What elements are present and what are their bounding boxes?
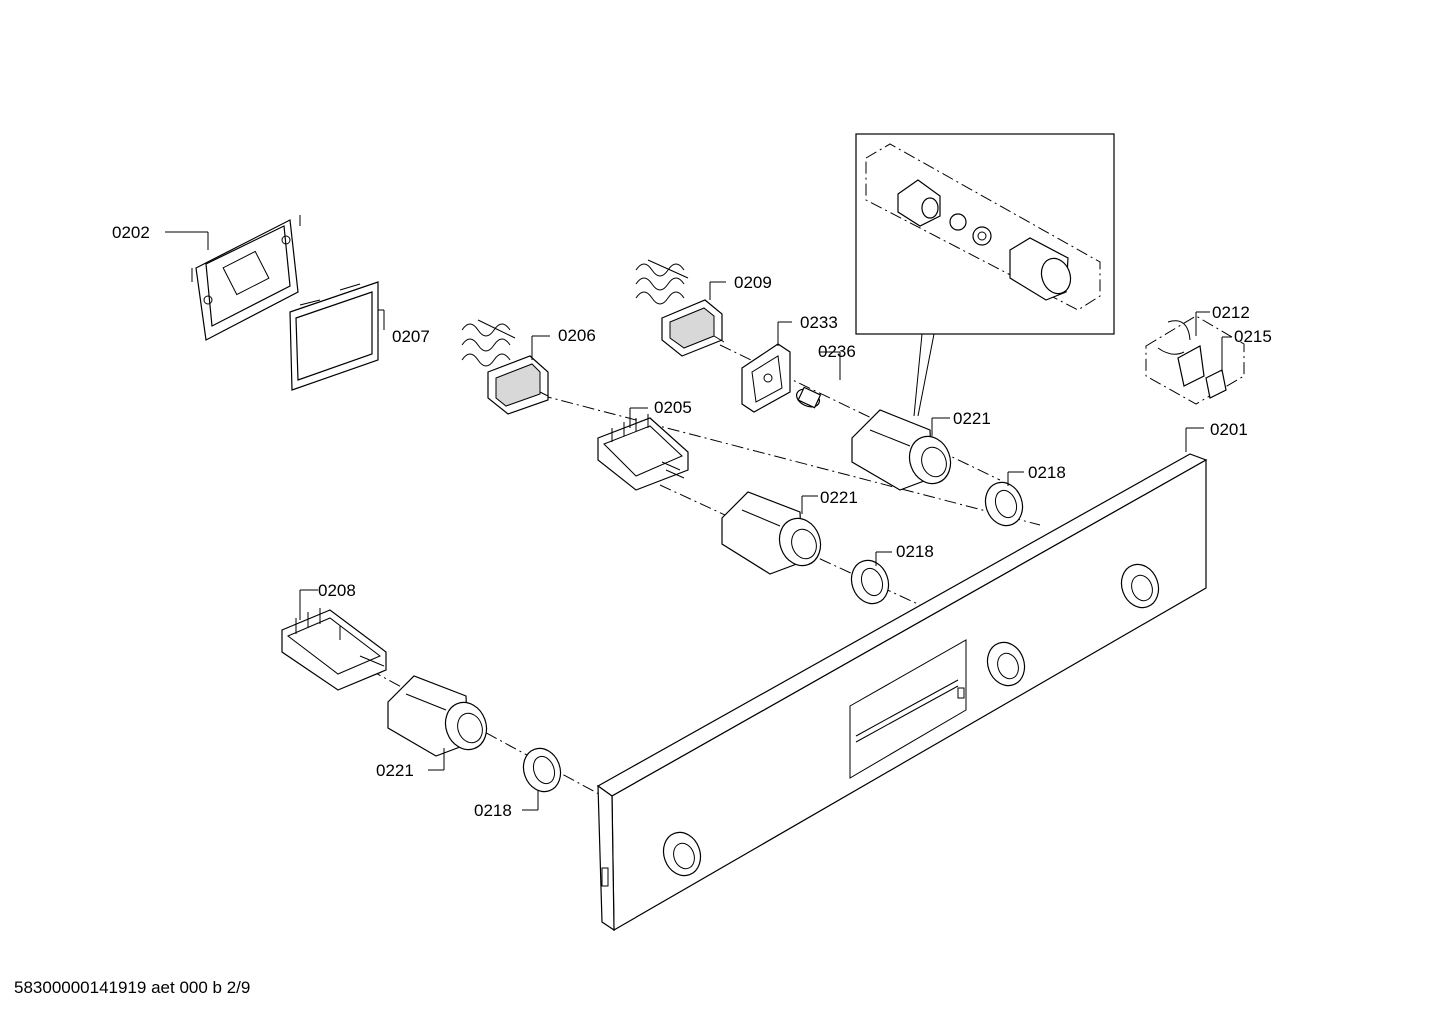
label-0221-top: 0221 (953, 409, 991, 428)
detail-inset (855, 133, 1115, 417)
label-0207: 0207 (392, 327, 430, 346)
label-0212: 0212 (1212, 303, 1250, 322)
label-0202: 0202 (112, 223, 150, 242)
part-0221-knob-top (851, 409, 952, 491)
part-0236-indicator (796, 386, 822, 409)
part-labels: 0202 0207 0206 0209 0233 0236 0205 0221 … (112, 223, 1272, 820)
part-0205-selector-switch (597, 414, 689, 491)
part-0221-knob-middle (721, 491, 822, 575)
label-0221-middle: 0221 (820, 488, 858, 507)
part-0218-ring-top (984, 481, 1024, 527)
document-reference: 58300000141919 aet 000 b 2/9 (14, 978, 251, 997)
part-0212-0215-relay-group (1145, 315, 1245, 405)
label-0221-low: 0221 (376, 761, 414, 780)
label-0218-top: 0218 (1028, 463, 1066, 482)
label-0208: 0208 (318, 581, 356, 600)
label-0209: 0209 (734, 273, 772, 292)
part-0221-knob-low (387, 675, 488, 757)
label-0218-middle: 0218 (896, 542, 934, 561)
label-0218-low: 0218 (474, 801, 512, 820)
part-0218-ring-low (522, 747, 562, 793)
part-0206-thermostat (461, 319, 549, 415)
label-0233: 0233 (800, 313, 838, 332)
part-0233-bracket (741, 343, 791, 413)
part-0207-display-frame (289, 281, 379, 391)
part-0218-ring-middle (850, 559, 890, 605)
label-0236: 0236 (818, 342, 856, 361)
part-0208-selector-switch (281, 608, 387, 691)
label-0205: 0205 (654, 398, 692, 417)
part-0202-module-frame (191, 215, 301, 341)
part-0209-thermostat (635, 259, 725, 357)
part-0201-control-panel (596, 453, 1208, 932)
label-0206: 0206 (558, 326, 596, 345)
label-0215: 0215 (1234, 327, 1272, 346)
label-0201: 0201 (1210, 420, 1248, 439)
